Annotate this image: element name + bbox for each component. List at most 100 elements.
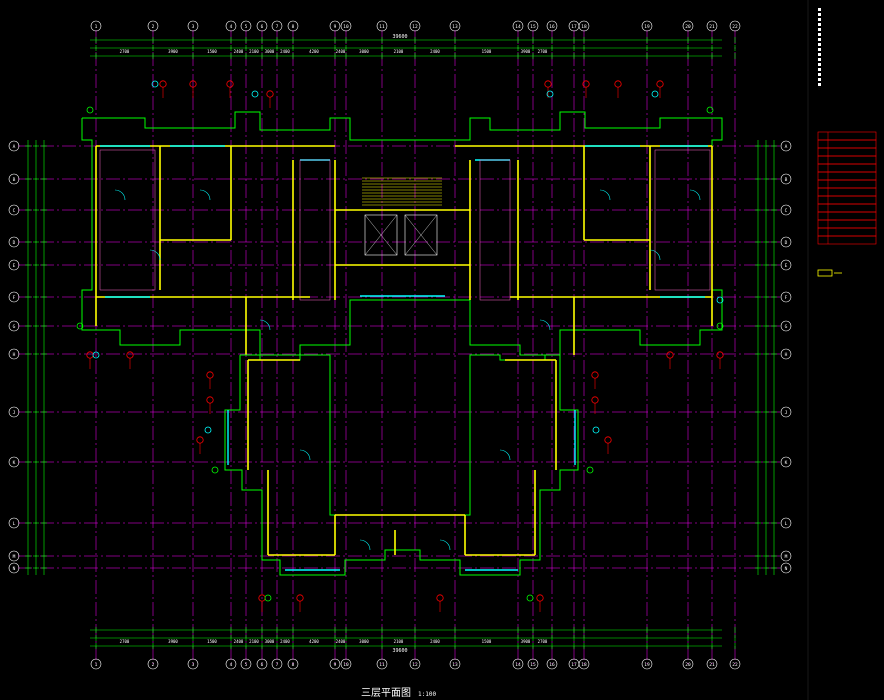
axis-bubble-bottom-circle (546, 658, 558, 670)
axis-bubble-bottom-label: 17 (571, 662, 577, 668)
axis-bubble-bottom-label: 19 (644, 662, 650, 668)
axis-bubble-top-circle (706, 20, 718, 32)
cyan-tag-marker (204, 426, 212, 434)
axis-bubble-bottom-circle (527, 658, 539, 670)
axis-bubble-bottom-circle (376, 658, 388, 670)
axis-bubble-left-circle (8, 348, 20, 360)
notes-glyph (818, 63, 821, 66)
door-swing (649, 249, 661, 261)
axis-bubble-bottom-label: 13 (452, 662, 458, 668)
axis-bubble-right-label: H (785, 352, 788, 358)
axis-bubble-top-circle (187, 20, 199, 32)
dim-text-top: 2700 (538, 49, 548, 54)
notes-glyph (818, 23, 821, 26)
total-dim-top: 39600 (392, 34, 407, 40)
dim-text-bottom: 2700 (120, 639, 130, 644)
axis-bubble-top-circle (546, 20, 558, 32)
axis-bubble-left-label: G (13, 324, 16, 330)
axis-bubble-bottom-label: 5 (245, 662, 248, 668)
axis-bubble-left-circle (8, 140, 20, 152)
door-swing (199, 189, 211, 201)
axis-bubble-top-circle (240, 20, 252, 32)
axis-bubble-right-circle (780, 173, 792, 185)
door-swing (689, 189, 701, 201)
red-tag-marker (206, 371, 214, 379)
dim-text-bottom: 2400 (280, 639, 290, 644)
elevator-x (404, 214, 438, 256)
door-swing (149, 249, 161, 261)
axis-bubble-right-circle (780, 348, 792, 360)
room-outline (654, 149, 711, 291)
green-tag-marker (586, 466, 594, 474)
axis-bubble-top-circle (512, 20, 524, 32)
cyan-tag-marker (651, 90, 659, 98)
axis-bubble-top-circle (256, 20, 268, 32)
axis-bubble-bottom-label: 14 (515, 662, 521, 668)
dim-text-bottom: 1500 (482, 639, 492, 644)
dim-text-bottom: 4200 (309, 639, 319, 644)
dim-text-bottom: 2400 (336, 639, 346, 644)
total-dim-bottom: 39600 (392, 648, 407, 654)
axis-bubble-right-label: N (785, 566, 788, 572)
axis-bubble-bottom-label: 4 (230, 662, 233, 668)
axis-bubble-left-circle (8, 517, 20, 529)
notes-glyph (818, 43, 821, 46)
axis-bubble-top-circle (578, 20, 590, 32)
axis-bubble-right-circle (780, 140, 792, 152)
axis-bubble-right-circle (780, 562, 792, 574)
cyan-tag-marker (251, 90, 259, 98)
axis-bubble-bottom-circle (729, 658, 741, 670)
dim-text-bottom: 3000 (359, 639, 369, 644)
axis-bubble-top-label: 18 (581, 24, 587, 30)
axis-bubble-top-label: 13 (452, 24, 458, 30)
axis-bubble-right-label: G (785, 324, 788, 330)
elevator-shaft-2 (404, 214, 438, 256)
axis-bubble-right-circle (780, 456, 792, 468)
dim-text-bottom: 2100 (394, 639, 404, 644)
green-tag-marker (76, 322, 84, 330)
door-swing (599, 189, 611, 201)
axis-bubble-bottom-circle (329, 658, 341, 670)
axis-bubble-top-label: 22 (732, 24, 738, 30)
axis-bubble-top-circle (641, 20, 653, 32)
axis-bubble-left-label: B (13, 177, 16, 183)
notes-glyph (818, 8, 821, 11)
dim-text-top: 2700 (120, 49, 130, 54)
axis-bubble-left-circle (8, 204, 20, 216)
axis-bubble-right-label: J (785, 410, 788, 416)
axis-bubble-right-label: B (785, 177, 788, 183)
red-tag-marker (126, 351, 134, 359)
red-tag-marker (591, 371, 599, 379)
dim-text-bottom: 3900 (168, 639, 178, 644)
axis-bubble-top-label: 16 (549, 24, 555, 30)
axis-bubble-left-circle (8, 259, 20, 271)
axis-bubble-top-label: 7 (276, 24, 279, 30)
axis-bubble-top-label: 3 (192, 24, 195, 30)
cyan-tag-marker (92, 351, 100, 359)
dim-text-top: 3000 (359, 49, 369, 54)
dim-text-bottom: 2400 (430, 639, 440, 644)
door-swing (359, 539, 371, 551)
notes-glyph (818, 18, 821, 21)
room-outline (479, 159, 511, 301)
green-tag-marker (526, 594, 534, 602)
axis-bubble-bottom-label: 11 (379, 662, 385, 668)
dim-text-top: 1500 (207, 49, 217, 54)
notes-glyph (818, 68, 821, 71)
dim-text-bottom: 2400 (234, 639, 244, 644)
axis-bubble-right-label: A (785, 144, 788, 150)
axis-bubble-right-label: K (785, 460, 788, 466)
axis-bubble-bottom-circle (240, 658, 252, 670)
axis-bubble-top-label: 5 (245, 24, 248, 30)
dimension-lines: 2700270039003900150015002400240021002100… (25, 37, 777, 649)
dim-text-top: 2100 (394, 49, 404, 54)
axis-bubble-right-label: D (785, 240, 788, 246)
axis-bubble-bottom-label: 6 (261, 662, 264, 668)
axis-bubble-left-label: N (13, 566, 16, 572)
axis-bubble-top-label: 17 (571, 24, 577, 30)
axis-bubble-top-circle (225, 20, 237, 32)
axis-bubble-bottom-circle (449, 658, 461, 670)
axis-bubble-bottom-label: 22 (732, 662, 738, 668)
axis-bubble-bottom-circle (256, 658, 268, 670)
